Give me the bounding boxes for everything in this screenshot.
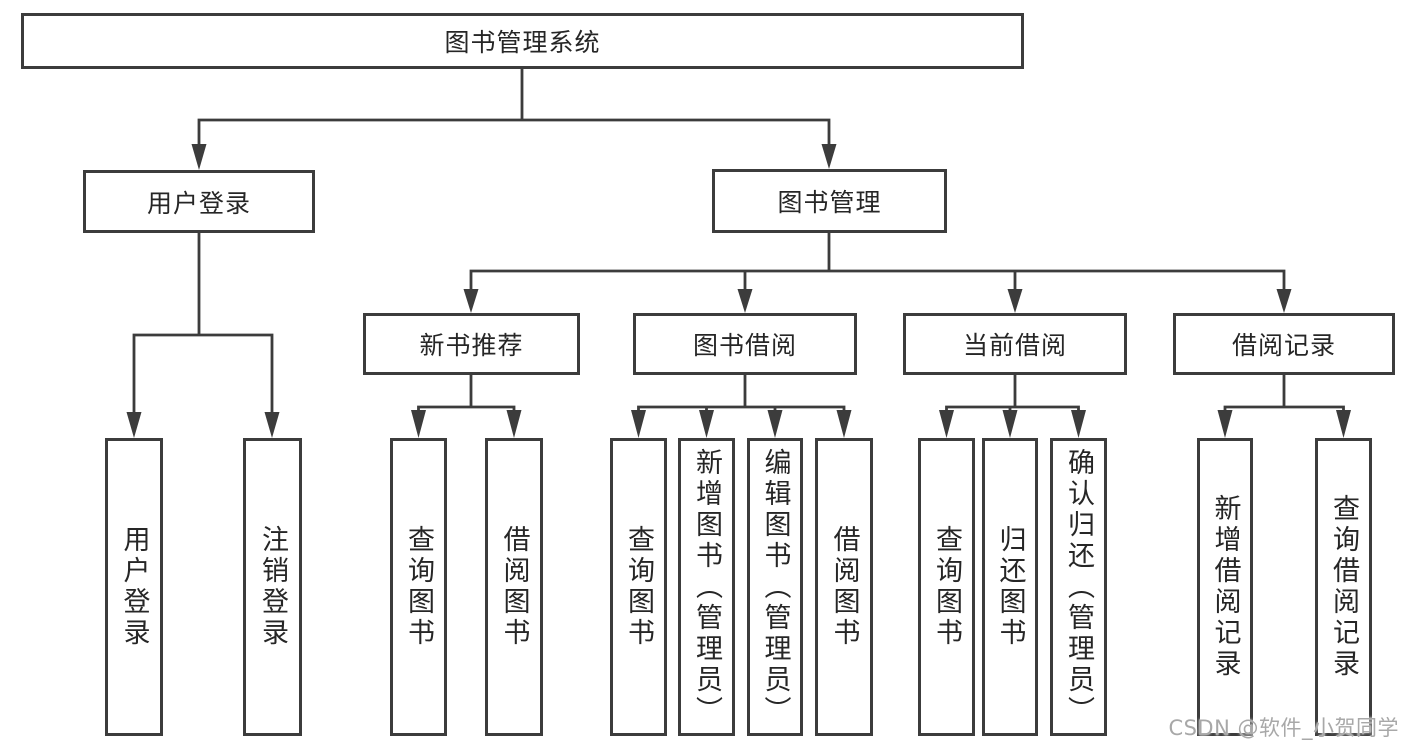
node-library-management-system: 图书管理系统 bbox=[21, 13, 1024, 69]
arrowheads-current-borrow-leaves bbox=[939, 410, 1086, 438]
connector-current-borrow-to-leaves bbox=[945, 375, 1080, 414]
leaf-label: 查询图书 bbox=[403, 525, 434, 649]
connector-book-borrow-to-leaves bbox=[637, 375, 846, 414]
leaf-borrow-books-recommend: 借阅图书 bbox=[485, 438, 543, 736]
leaf-label: 查询图书 bbox=[931, 525, 962, 649]
connector-book-management-to-level3 bbox=[469, 233, 1286, 292]
arrowheads-book-borrow-leaves bbox=[631, 410, 852, 438]
node-label: 用户登录 bbox=[146, 188, 251, 218]
node-book-borrowing: 图书借阅 bbox=[633, 313, 857, 375]
connector-user-login-to-leaves bbox=[132, 232, 274, 416]
connector-root-to-level2 bbox=[197, 68, 831, 148]
leaf-query-books-current: 查询图书 bbox=[918, 438, 975, 736]
leaf-label: 查询图书 bbox=[623, 525, 654, 649]
connector-new-book-to-leaves bbox=[417, 375, 516, 414]
node-user-login: 用户登录 bbox=[83, 170, 315, 233]
leaf-label: 注销登录 bbox=[257, 525, 288, 649]
leaf-logout: 注销登录 bbox=[243, 438, 302, 736]
node-label: 图书借阅 bbox=[692, 331, 797, 360]
leaf-label: 查询借阅记录 bbox=[1328, 494, 1359, 680]
leaf-label: 用户登录 bbox=[118, 525, 150, 649]
connector-borrow-records-to-leaves bbox=[1223, 375, 1345, 414]
arrowheads-borrow-records-leaves bbox=[1217, 410, 1351, 438]
leaf-return-books: 归还图书 bbox=[982, 438, 1038, 736]
leaf-query-books-recommend: 查询图书 bbox=[390, 438, 447, 736]
node-label: 新书推荐 bbox=[419, 331, 524, 360]
leaf-query-books-borrow: 查询图书 bbox=[610, 438, 667, 736]
node-label: 图书管理系统 bbox=[444, 28, 601, 57]
node-current-borrowing: 当前借阅 bbox=[903, 313, 1127, 375]
leaf-borrow-books: 借阅图书 bbox=[815, 438, 873, 736]
arrowheads-new-book-leaves bbox=[411, 410, 522, 438]
arrowheads-level3 bbox=[463, 289, 1292, 313]
node-book-management: 图书管理 bbox=[712, 169, 947, 233]
leaf-label: 新增借阅记录 bbox=[1209, 494, 1241, 680]
node-label: 借阅记录 bbox=[1231, 331, 1336, 360]
node-label: 图书管理 bbox=[777, 188, 882, 217]
node-label: 当前借阅 bbox=[962, 331, 1067, 360]
leaf-label: 归还图书 bbox=[994, 525, 1026, 649]
leaf-add-borrow-record: 新增借阅记录 bbox=[1197, 438, 1253, 736]
node-borrowing-records: 借阅记录 bbox=[1173, 313, 1395, 375]
node-new-book-recommendation: 新书推荐 bbox=[363, 313, 580, 375]
leaf-label: 确认归还（管理员） bbox=[1063, 447, 1094, 727]
leaf-edit-books-admin: 编辑图书（管理员） bbox=[747, 438, 803, 736]
leaf-add-books-admin: 新增图书（管理员） bbox=[678, 438, 735, 736]
leaf-user-login: 用户登录 bbox=[105, 438, 163, 736]
leaf-confirm-return-admin: 确认归还（管理员） bbox=[1050, 438, 1107, 736]
leaf-query-borrow-record: 查询借阅记录 bbox=[1315, 438, 1372, 736]
leaf-label: 编辑图书（管理员） bbox=[759, 447, 791, 727]
leaf-label: 借阅图书 bbox=[498, 525, 530, 649]
arrowheads-user-login-leaves bbox=[126, 412, 280, 438]
leaf-label: 借阅图书 bbox=[828, 525, 860, 649]
arrowheads-level2 bbox=[191, 144, 837, 170]
csdn-watermark: CSDN @软件_小贺同学 bbox=[1168, 716, 1399, 740]
leaf-label: 新增图书（管理员） bbox=[691, 447, 722, 727]
